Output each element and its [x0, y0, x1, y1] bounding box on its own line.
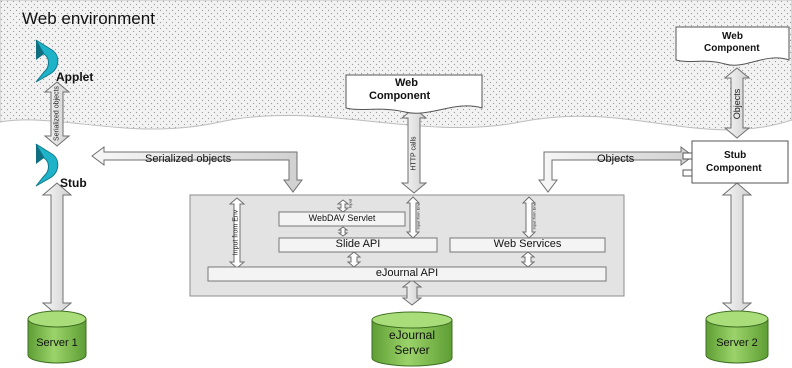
webdav-input-label: Input: [347, 199, 353, 208]
web-component-right-label-1: Web: [722, 31, 743, 42]
web-component-center-label-1: Web: [395, 77, 419, 89]
slide-api-box: [278, 237, 438, 253]
webdav-servlet-box: [278, 211, 406, 227]
applet-icon: [35, 39, 59, 83]
environment-title: Web environment: [22, 9, 155, 28]
webdav-servlet-label: WebDAV Servlet: [308, 213, 376, 223]
web-services-label: Web Services: [493, 238, 562, 250]
http-calls-arrow: [400, 107, 428, 194]
connector-2: [682, 169, 693, 177]
objects-vertical-label: Objects: [732, 88, 742, 120]
objects-arrow: [538, 146, 694, 193]
serialized-objects-vertical-label: Serialized objects: [53, 86, 61, 141]
applet-label: Applet: [56, 70, 94, 84]
stub-component-server2-arrow: [721, 182, 753, 316]
server2-label: Server 2: [716, 337, 758, 349]
applet-stub-arrow: [43, 81, 71, 147]
ejournal-api-box: [207, 266, 607, 282]
web-component-center-shape: [345, 74, 483, 114]
ejournal-server-label-1: eJournal: [388, 328, 436, 342]
serialized-objects-arrow: [91, 146, 303, 193]
web-component-right-shape: [675, 26, 790, 66]
connector-1: [682, 152, 693, 160]
ejournal-api-label: eJournal API: [375, 267, 439, 279]
stub-component-label-2: Component: [706, 163, 762, 174]
objects-vertical-arrow: [723, 67, 751, 139]
slide-input-label: Input from Env: [415, 203, 421, 230]
ejournal-server-cylinder: [371, 311, 453, 367]
stub-server1-arrow: [41, 182, 73, 316]
web-environment-region: [0, 0, 792, 131]
web-component-center-label-2: Component: [369, 90, 431, 102]
server1-label: Server 1: [36, 337, 78, 349]
web-component-right-label-2: Component: [704, 43, 760, 54]
input-from-env-label: Input from Env: [232, 209, 240, 256]
servlet-slide-arrow: [337, 226, 349, 237]
stub-icon: [35, 143, 59, 187]
webservices-input-label: Input from Env: [531, 203, 537, 230]
slide-api-label: Slide API: [335, 238, 381, 250]
http-calls-label: HTTP calls: [410, 136, 418, 171]
server1-cylinder: [27, 310, 87, 364]
api-server-arrow: [401, 279, 423, 306]
web-services-box: [449, 237, 606, 253]
stub-label: Stub: [60, 176, 87, 190]
server2-cylinder: [705, 310, 769, 364]
ejournal-server-label-2: Server: [394, 343, 430, 357]
serialized-objects-label: Serialized objects: [145, 153, 232, 165]
stub-component-label-1: Stub: [724, 150, 747, 161]
stub-component-box: [691, 140, 789, 184]
objects-label: Objects: [597, 153, 635, 165]
